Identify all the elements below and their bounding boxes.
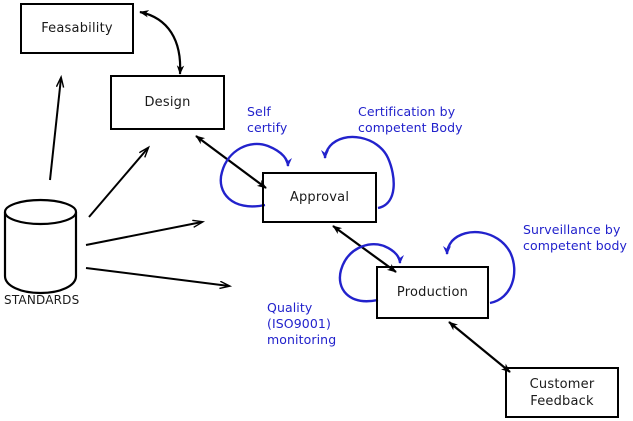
edge-standards-feasability <box>49 78 61 181</box>
standards-cylinder <box>3 198 78 295</box>
edge-standards-design <box>88 148 148 218</box>
self-loop-production-quality <box>338 243 404 303</box>
edge-production-customer-feedback <box>448 321 511 373</box>
node-customer-feedback[interactable]: Customer Feedback <box>505 367 619 418</box>
node-standards-label: STANDARDS <box>4 293 80 307</box>
edge-standards-production <box>85 267 229 286</box>
node-feasability-label: Feasability <box>41 21 113 36</box>
node-customer-feedback-label: Customer Feedback <box>529 376 595 409</box>
node-approval[interactable]: Approval <box>262 172 377 223</box>
caption-self-certify: Self certify <box>247 104 288 135</box>
self-loop-approval-certification <box>321 135 395 210</box>
edge-standards-approval <box>85 222 202 246</box>
edge-design-feasability <box>139 10 185 75</box>
node-feasability[interactable]: Feasability <box>20 3 134 54</box>
node-production[interactable]: Production <box>376 266 489 319</box>
node-design-label: Design <box>144 95 191 110</box>
edge-approval-production <box>332 225 397 273</box>
self-loop-production-surveillance <box>443 230 516 305</box>
caption-surveillance-by-competent-body: Surveillance by competent body <box>523 222 628 253</box>
caption-quality-iso9001-monitoring: Quality (ISO9001) monitoring <box>267 300 337 347</box>
node-production-label: Production <box>396 285 469 300</box>
edge-approval-design <box>195 135 267 189</box>
self-loop-approval-self-certify <box>219 142 292 208</box>
node-design[interactable]: Design <box>110 75 225 130</box>
node-approval-label: Approval <box>289 190 350 205</box>
caption-certification-by-competent-body: Certification by competent Body <box>358 104 463 135</box>
